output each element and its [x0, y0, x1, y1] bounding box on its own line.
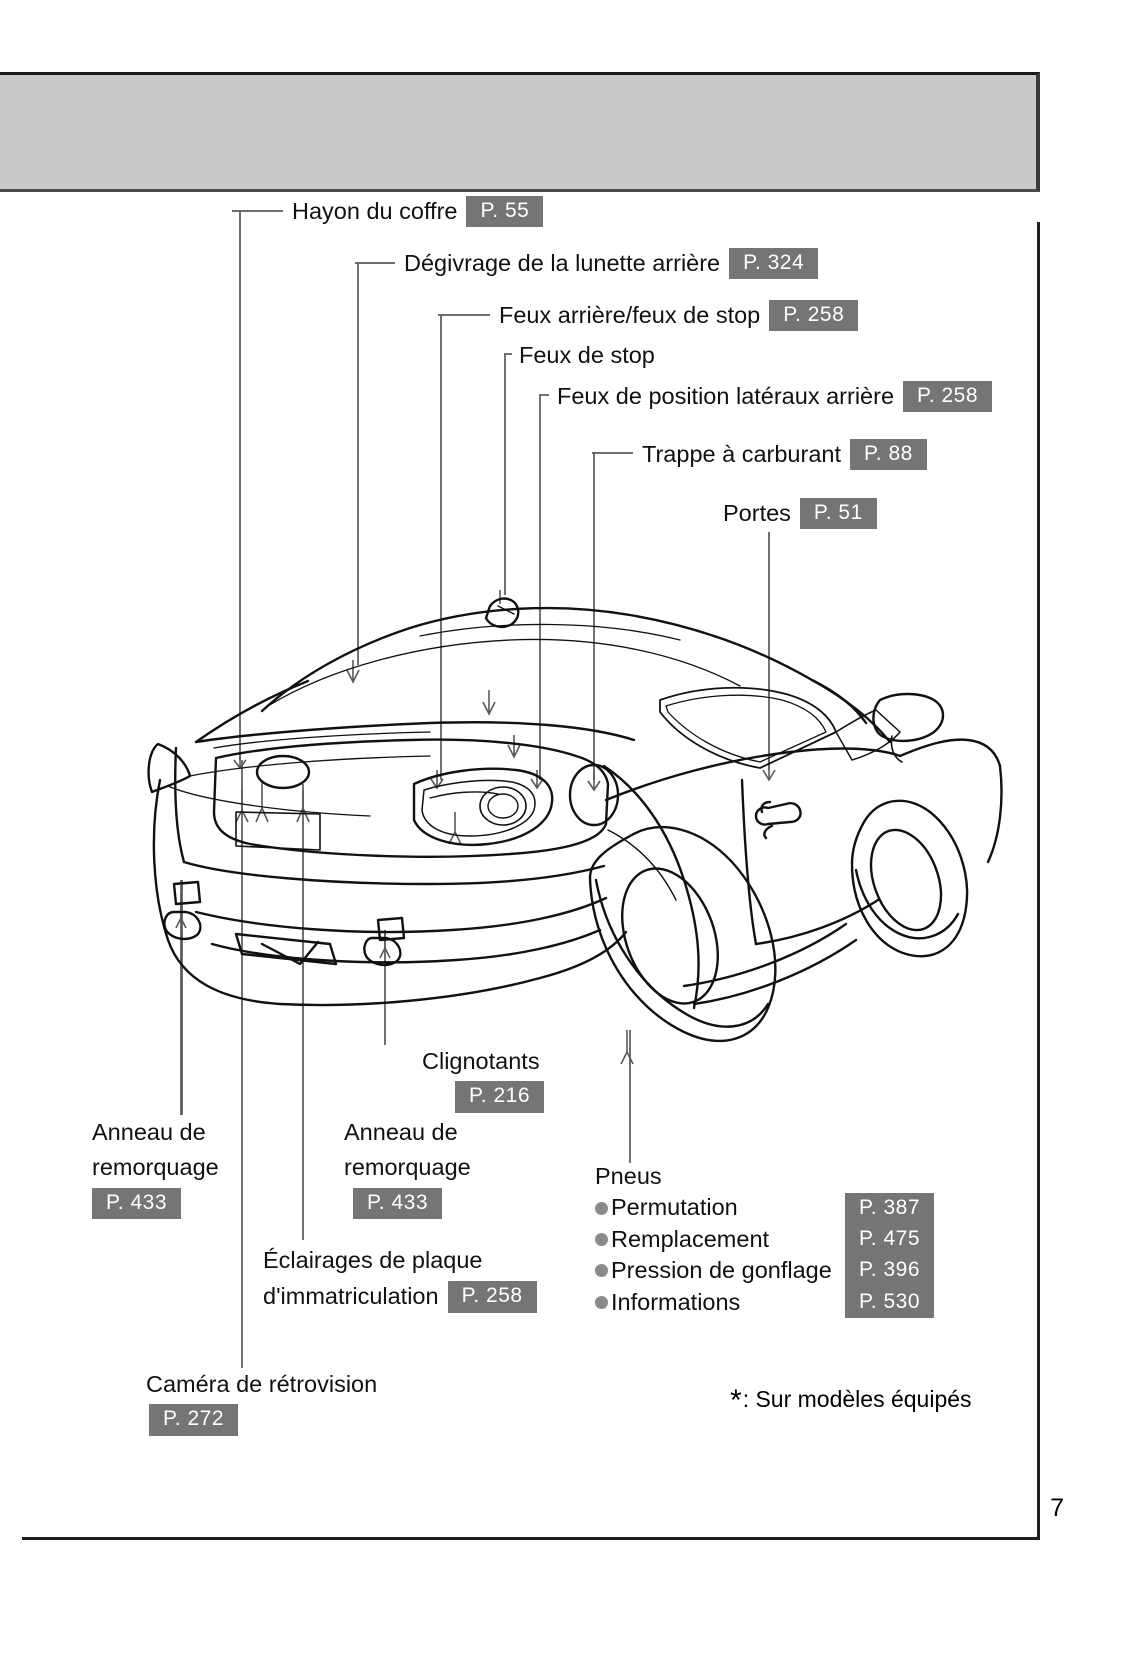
bullet-icon [595, 1201, 608, 1215]
callout-label: Hayon du coffre [292, 197, 458, 224]
page-reference-badge[interactable]: P. 258 [447, 1281, 537, 1313]
page-reference-badge[interactable]: P. 272 [149, 1404, 239, 1436]
callout-label: Portes [723, 499, 791, 526]
page-reference-badge[interactable]: P. 387 [845, 1192, 935, 1224]
pneus-title: Pneus [595, 1163, 662, 1189]
page-reference-badge[interactable]: P. 396 [845, 1255, 935, 1287]
bullet-icon [595, 1232, 608, 1246]
pneus-item-remplacement: Remplacement P. 475 [595, 1223, 935, 1256]
pneus-item-pression-de-gonflage: Pression de gonflage P. 396 [595, 1255, 935, 1287]
callout-feux-de-stop: Feux de stop [519, 341, 655, 370]
pneus-item-label: Pression de gonflage [611, 1257, 832, 1284]
pneus-item-label: Informations [611, 1288, 741, 1315]
callout-label-line1: Anneau de [344, 1119, 458, 1145]
callout-pneus-group: Pneus Permutation P. 387 Remplacement P.… [595, 1162, 935, 1318]
callout-label-line2: d'immatriculation [263, 1283, 439, 1310]
pneus-item-label: Remplacement [611, 1225, 770, 1252]
page-reference-badge[interactable]: P. 258 [903, 381, 993, 413]
callout-trappe-a-carburant: Trappe à carburant P. 88 [642, 439, 927, 471]
callout-clignotants: Clignotants P. 216 [422, 1047, 545, 1113]
callout-label: Feux arrière/feux de stop [499, 301, 761, 328]
footnote-equipped-models: *: Sur modèles équipés [730, 1386, 972, 1416]
callout-hayon-du-coffre: Hayon du coffre P. 55 [292, 196, 544, 228]
callout-label: Feux de position latéraux arrière [557, 382, 895, 409]
callout-feux-de-position-lateraux-arriere: Feux de position latéraux arrière P. 258 [557, 381, 993, 413]
page-reference-badge[interactable]: P. 530 [845, 1286, 935, 1318]
callout-label-line2: remorquage [92, 1154, 219, 1181]
page-reference-badge[interactable]: P. 216 [455, 1081, 545, 1113]
bullet-icon [595, 1295, 608, 1309]
pneus-item-permutation: Permutation P. 387 [595, 1192, 935, 1224]
callout-camera-de-retrovision: Caméra de rétrovision P. 272 [146, 1370, 377, 1436]
callout-label: Trappe à carburant [642, 440, 841, 467]
callout-label-line2: remorquage [344, 1154, 471, 1181]
callout-anneau-de-remorquage-droit: Anneau de remorquage P. 433 [344, 1118, 471, 1219]
pneus-item-informations: Informations P. 530 [595, 1286, 935, 1318]
pneus-item-label: Permutation [611, 1194, 738, 1221]
callout-eclairages-de-plaque-immatriculation: Éclairages de plaque d'immatriculation P… [263, 1246, 537, 1313]
page-reference-badge[interactable]: P. 55 [466, 196, 544, 228]
callout-label: Caméra de rétrovision [146, 1371, 378, 1397]
footnote-text: : Sur modèles équipés [742, 1386, 972, 1412]
callout-label: Dégivrage de la lunette arrière [404, 249, 721, 276]
page-reference-badge[interactable]: P. 51 [799, 498, 877, 530]
page-reference-badge[interactable]: P. 475 [845, 1223, 935, 1256]
asterisk-icon: * [730, 1384, 742, 1417]
callout-label-line1: Éclairages de plaque [263, 1247, 483, 1273]
page-reference-badge[interactable]: P. 88 [850, 439, 927, 471]
callout-label: Feux de stop [519, 342, 655, 368]
callout-portes: Portes P. 51 [723, 498, 877, 530]
callout-anneau-de-remorquage-gauche: Anneau de remorquage P. 433 [92, 1118, 219, 1219]
page-reference-badge[interactable]: P. 324 [729, 248, 819, 280]
content-frame-border [22, 222, 1040, 1540]
page-reference-badge[interactable]: P. 433 [353, 1187, 443, 1219]
page-reference-badge[interactable]: P. 258 [769, 300, 859, 332]
callout-feux-arriere-feux-de-stop: Feux arrière/feux de stop P. 258 [499, 300, 859, 332]
bullet-icon [595, 1264, 608, 1278]
callout-degivrage-lunette-arriere: Dégivrage de la lunette arrière P. 324 [404, 248, 819, 280]
page-header-band [0, 72, 1040, 192]
callout-label: Clignotants [422, 1048, 540, 1074]
page-number: 7 [1050, 1494, 1064, 1522]
callout-label-line1: Anneau de [92, 1119, 206, 1145]
page-reference-badge[interactable]: P. 433 [92, 1187, 182, 1219]
